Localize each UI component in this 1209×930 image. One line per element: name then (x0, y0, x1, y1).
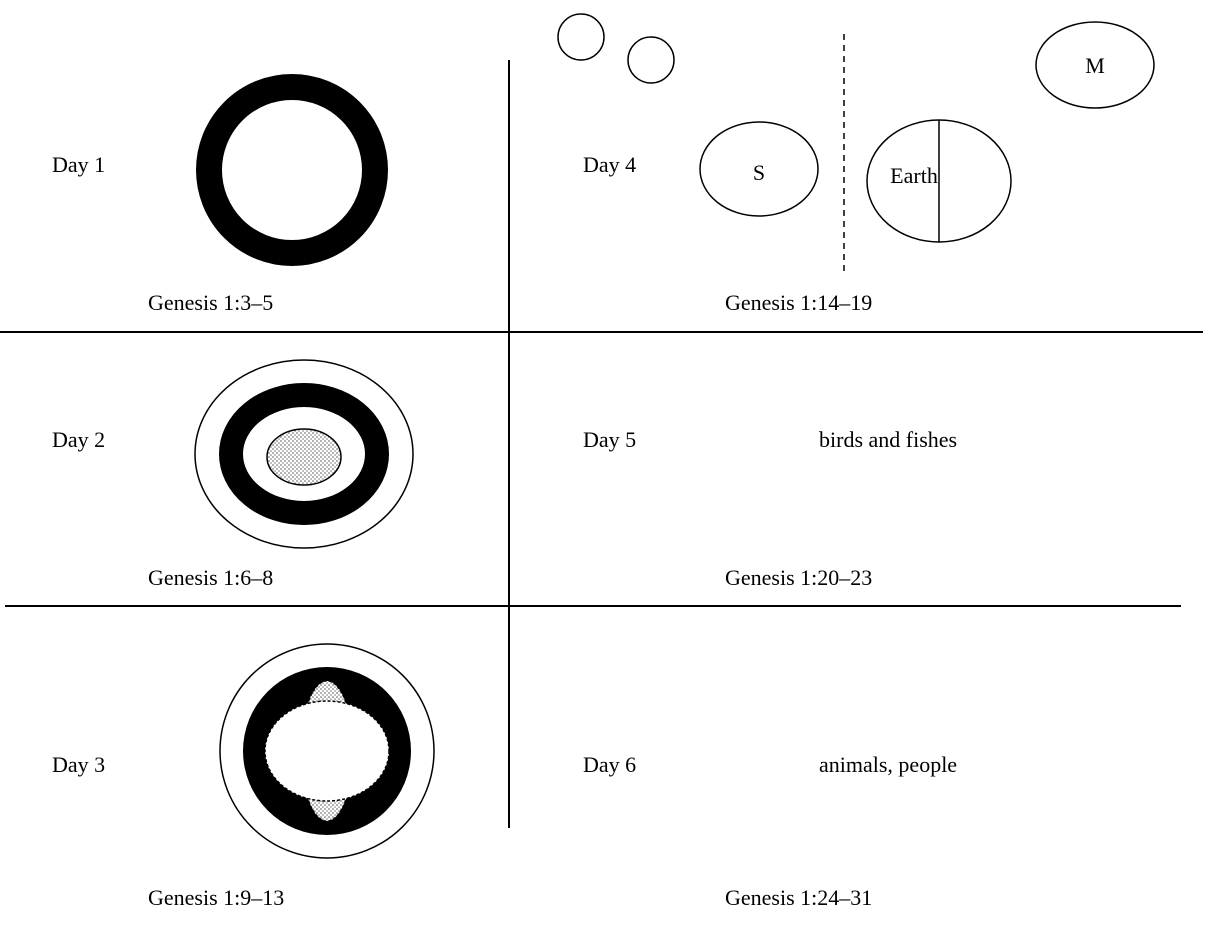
day1-light-ring (196, 74, 388, 266)
day3-reference: Genesis 1:9–13 (148, 885, 284, 910)
day1-reference: Genesis 1:3–5 (148, 290, 273, 315)
day2-label: Day 2 (52, 427, 105, 452)
day3-land-diagram (219, 643, 435, 859)
star-circle-1 (557, 13, 605, 61)
moon-body: M (1035, 21, 1155, 109)
moon-label: M (1085, 53, 1105, 78)
star-circle-2 (627, 36, 675, 84)
day4-label: Day 4 (583, 152, 636, 177)
day5-reference: Genesis 1:20–23 (725, 565, 872, 590)
day6-label: Day 6 (583, 752, 636, 777)
day1-label: Day 1 (52, 152, 105, 177)
earth-label: Earth (890, 163, 938, 188)
day2-reference: Genesis 1:6–8 (148, 565, 273, 590)
day4-reference: Genesis 1:14–19 (725, 290, 872, 315)
day5-label: Day 5 (583, 427, 636, 452)
day6-reference: Genesis 1:24–31 (725, 885, 872, 910)
day2-waters-diagram (194, 359, 414, 549)
day3-label: Day 3 (52, 752, 105, 777)
day5-caption: birds and fishes (819, 427, 957, 452)
sun-label: S (753, 160, 765, 185)
earth-body: Earth (866, 119, 1012, 243)
sun-body: S (699, 121, 819, 217)
day6-caption: animals, people (819, 752, 957, 777)
